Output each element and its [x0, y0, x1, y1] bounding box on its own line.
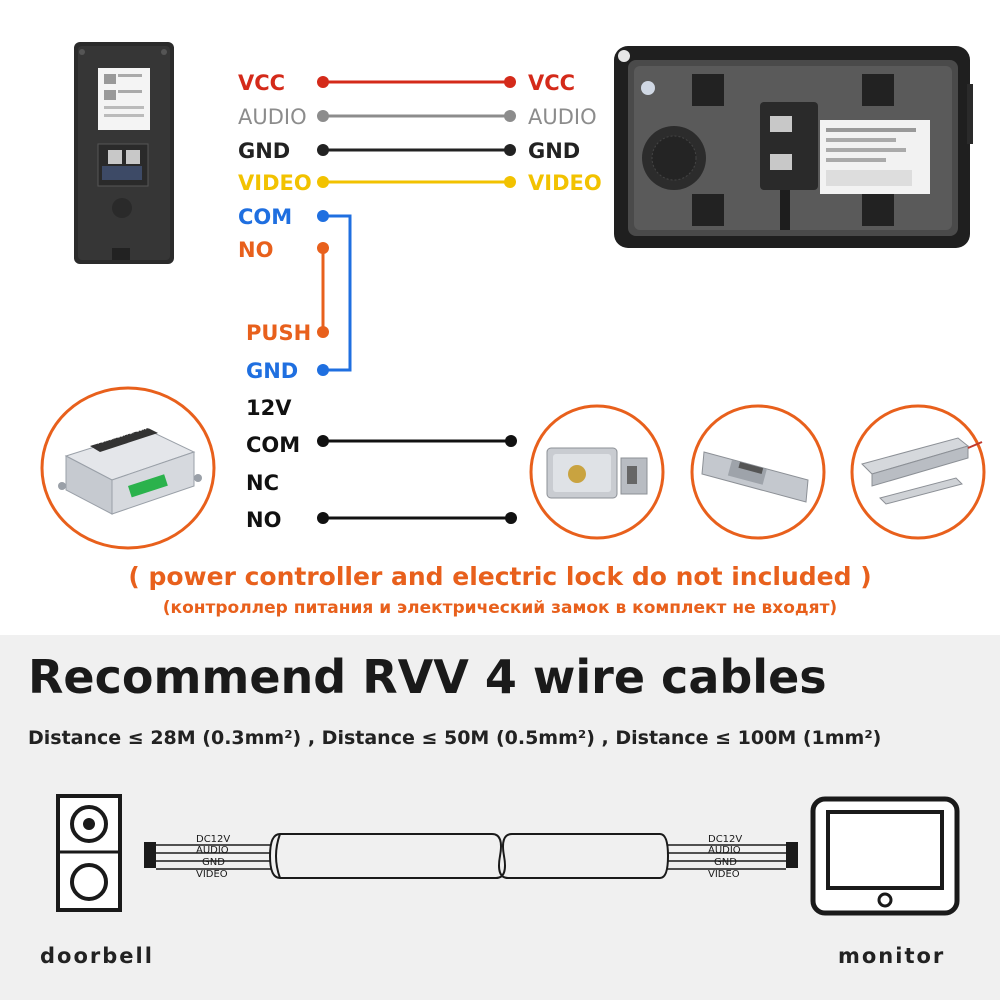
- label-12v: 12V: [246, 396, 292, 420]
- label-video-left: VIDEO: [238, 171, 312, 195]
- wire-com-lock: [317, 435, 517, 447]
- wire-video: [317, 176, 516, 188]
- electric-lock-rim-image: [529, 404, 665, 540]
- label-audio-left: AUDIO: [238, 105, 307, 129]
- label-com-left: COM: [238, 205, 293, 229]
- label-com-controller: COM: [246, 433, 301, 457]
- label-gnd-right: GND: [528, 139, 581, 163]
- label-video-right: VIDEO: [528, 171, 602, 195]
- headline: Recommend RVV 4 wire cables: [28, 650, 827, 704]
- power-controller-image: POWER SUPPLY CONTROL: [40, 386, 216, 550]
- cable-label-right-dc12v: DC12V: [708, 834, 742, 845]
- wire-gnd: [317, 144, 516, 156]
- cable-label-left-gnd: GND: [202, 857, 225, 868]
- label-no-left: NO: [238, 238, 274, 262]
- cable-label-right-gnd: GND: [714, 857, 737, 868]
- doorbell-unit-image: [74, 42, 174, 264]
- distance-specs: Distance ≤ 28M (0.3mm²) , Distance ≤ 50M…: [28, 727, 882, 749]
- label-gnd-left: GND: [238, 139, 291, 163]
- wire-com-gnd-blue: [317, 210, 352, 376]
- label-nc: NC: [246, 471, 279, 495]
- wire-vcc: [317, 76, 516, 88]
- wire-audio: [317, 110, 516, 122]
- caption-monitor: monitor: [838, 944, 946, 968]
- indoor-monitor-image: [614, 46, 973, 248]
- cable-label-right-video: VIDEO: [708, 869, 740, 880]
- magnetic-lock-image: [850, 404, 986, 540]
- wire-no-lock: [317, 512, 517, 524]
- label-no-controller: NO: [246, 508, 282, 532]
- rvv-cable-illustration: DC12V AUDIO GND VIDEO DC12V AUDIO GND VI…: [144, 833, 798, 880]
- doorbell-icon: [56, 794, 122, 912]
- monitor-icon: [810, 796, 960, 916]
- wire-no-push-orange: [317, 242, 329, 338]
- cable-label-left-audio: AUDIO: [196, 845, 229, 856]
- cable-label-right-audio: AUDIO: [708, 845, 741, 856]
- note-not-included-ru: (контроллер питания и электрический замо…: [162, 598, 838, 618]
- label-audio-right: AUDIO: [528, 105, 597, 129]
- cable-label-left-video: VIDEO: [196, 869, 228, 880]
- cable-label-left-dc12v: DC12V: [196, 834, 230, 845]
- note-not-included-en: ( power controller and electric lock do …: [128, 562, 872, 591]
- electric-strike-image: [690, 404, 826, 540]
- wiring-diagram-area: VCC AUDIO GND VIDEO COM NO VCC AUDIO GND…: [40, 42, 986, 618]
- wiring-lines: [317, 76, 517, 524]
- label-push: PUSH: [246, 321, 312, 345]
- caption-doorbell: doorbell: [40, 944, 154, 968]
- label-vcc-left: VCC: [238, 71, 286, 95]
- label-gnd-controller: GND: [246, 359, 299, 383]
- label-vcc-right: VCC: [528, 71, 576, 95]
